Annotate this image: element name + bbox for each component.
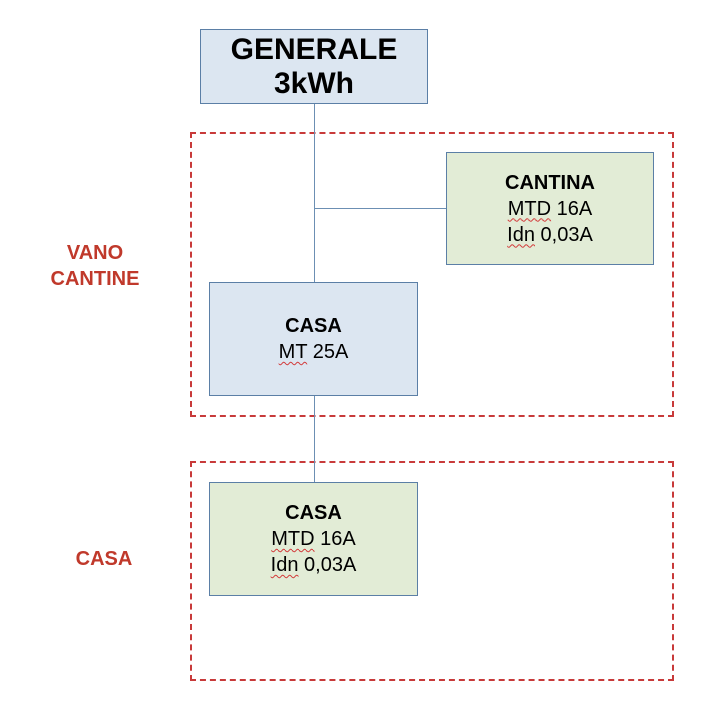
zone-label-vano: VANO	[66, 242, 124, 264]
zone-casa	[190, 461, 674, 681]
node-casa-mtd-line2: Idn 0,03A	[271, 552, 357, 578]
node-casa-mtd-line1: MTD 16A	[271, 526, 355, 552]
node-casa-mtd-line2-value: 0,03A	[298, 554, 357, 576]
node-casa-mtd-line2-code: Idn	[270, 554, 299, 576]
node-casa-mtd-title: CASA	[285, 502, 342, 524]
connector-cantina-branch	[314, 208, 446, 209]
node-casa-mt-line1-value: 25A	[307, 341, 349, 363]
node-cantina-line2-value: 0,03A	[534, 223, 593, 246]
connector-generale-trunk	[314, 103, 315, 283]
node-casa-mtd[interactable]: CASA MTD 16A Idn 0,03A	[209, 482, 418, 596]
node-cantina[interactable]: CANTINA MTD 16A Idn 0,03A	[446, 152, 654, 265]
zone-vano-cantine	[190, 132, 674, 417]
zone-label-vano-cantine: VANO CANTINE	[30, 240, 160, 292]
node-casa-mtd-line1-value: 16A	[314, 528, 356, 550]
node-casa-mtd-line1-code: MTD	[271, 528, 315, 550]
node-casa-mt-title: CASA	[285, 315, 342, 337]
node-casa-mt[interactable]: CASA MT 25A	[209, 282, 418, 396]
zone-label-casa: CASA	[75, 548, 133, 570]
node-cantina-line2: Idn 0,03A	[507, 222, 593, 248]
node-generale[interactable]: GENERALE 3kWh	[200, 29, 428, 104]
node-cantina-title: CANTINA	[505, 171, 595, 194]
node-casa-mt-line1: MT 25A	[279, 339, 349, 365]
node-generale-subtitle: 3kWh	[273, 66, 354, 100]
node-cantina-line1-code: MTD	[507, 197, 552, 220]
connector-casa-casa	[314, 395, 315, 483]
zone-label-cantine: CANTINE	[50, 268, 140, 290]
node-cantina-line1: MTD 16A	[508, 196, 592, 222]
node-cantina-line1-value: 16A	[551, 197, 593, 220]
node-generale-title: GENERALE	[230, 32, 398, 66]
node-cantina-line2-code: Idn	[507, 223, 535, 246]
node-casa-mt-line1-code: MT	[278, 341, 308, 363]
